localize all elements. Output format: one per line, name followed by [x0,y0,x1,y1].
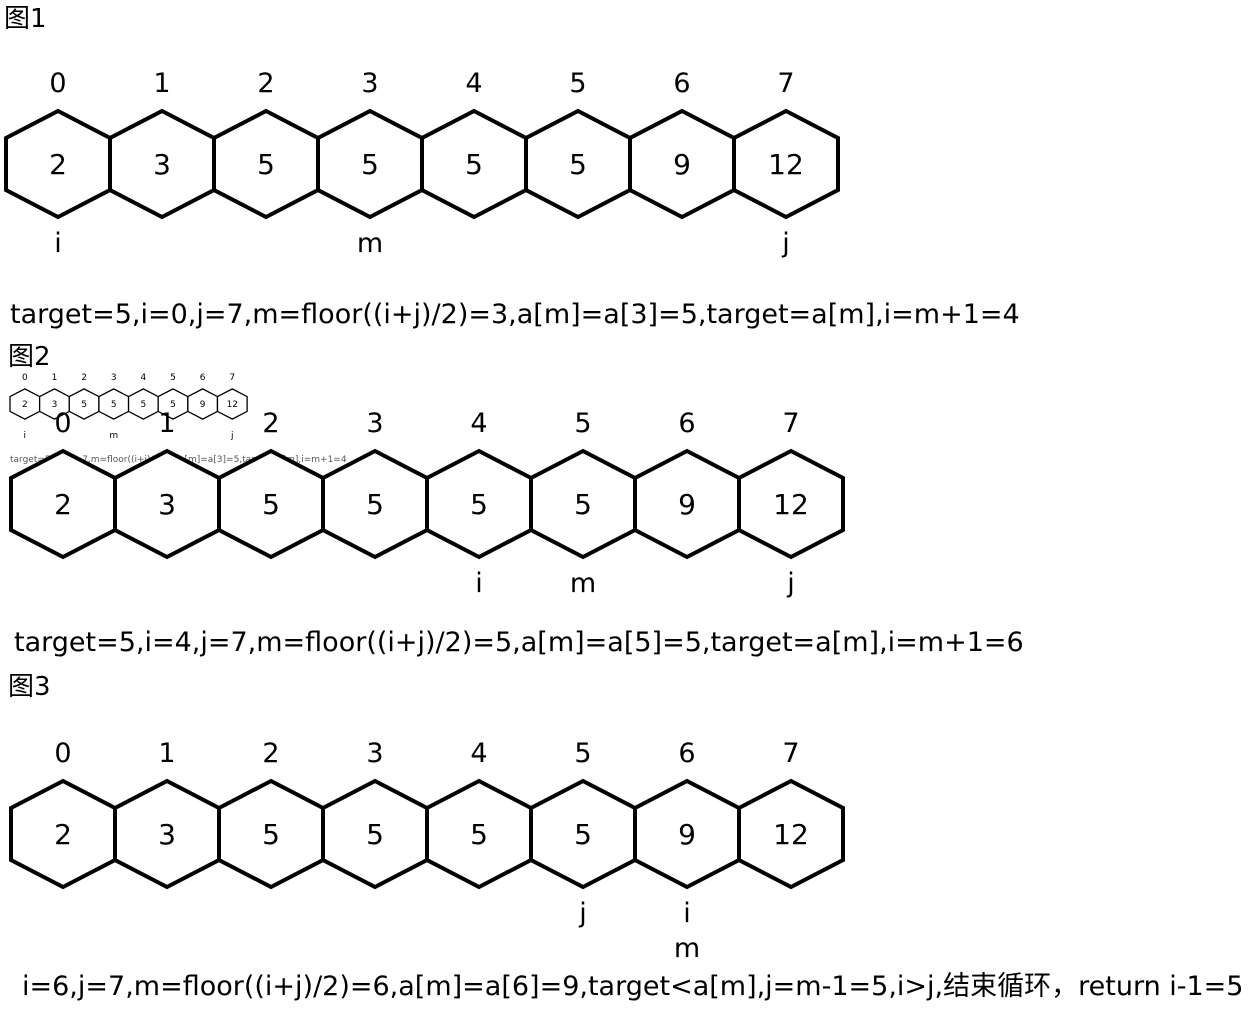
figure-2-index-label: 4 [470,408,487,439]
figure-2-label: 图2 [8,342,51,372]
figure-3-cell-value: 5 [262,818,280,851]
figure-2-pointer-m: m [570,568,596,599]
figure-3-cell-value: 3 [158,818,176,851]
figure-2-cell-value: 12 [773,488,809,521]
thumbnail-index-label: 7 [229,373,235,383]
figure-1-index-label: 7 [777,68,794,99]
figure-2-index-label: 5 [574,408,591,439]
figure-1-pointer-i: i [54,228,62,259]
figure-2-description: target=5,i=4,j=7,m=floor((i+j)/2)=5,a[m]… [14,627,1024,658]
figure-2-cell-value: 9 [678,488,696,521]
figure-1-description: target=5,i=0,j=7,m=floor((i+j)/2)=3,a[m]… [10,299,1020,330]
thumbnail-cell-value: 5 [170,400,176,410]
thumbnail-cell-value: 5 [141,400,147,410]
figure-2-cell-value: 5 [262,488,280,521]
figure-3-index-label: 0 [54,738,71,769]
figure-3-pointer-j: j [578,898,587,929]
thumbnail-cell-value: 2 [22,400,28,410]
figure-1-index-label: 4 [465,68,482,99]
figure-1-hexagon-cell [732,108,840,220]
figure-2-index-label: 6 [678,408,695,439]
figure-1-index-label: 6 [673,68,690,99]
figure-2-cell-value: 5 [574,488,592,521]
figure-3-label: 图3 [8,672,51,702]
thumbnail-index-label: 0 [22,373,28,383]
figure-3-cell-value: 12 [773,818,809,851]
thumbnail-index-label: 2 [81,373,87,383]
figure-1-index-label: 0 [49,68,66,99]
figure-1-cell-value: 5 [361,148,379,181]
figure-2-array: 2 0 3 1 5 2 5 3 5 4 5 5 9 6 12 7 i m j [9,408,845,599]
figure-1-cell-value: 5 [569,148,587,181]
figure-2-index-label: 0 [54,408,71,439]
figure-1-cell-value: 5 [465,148,483,181]
figure-1-cell-value: 3 [153,148,171,181]
figure-3-index-label: 1 [158,738,175,769]
figure-2-cell-value: 5 [366,488,384,521]
thumbnail-index-label: 3 [111,373,117,383]
figure-2-pointer-j: j [786,568,795,599]
figure-3-index-label: 2 [262,738,279,769]
figure-1-array: 2 0 3 1 5 2 5 3 5 4 5 5 9 6 12 7 i m j [4,68,840,259]
thumbnail-cell-value: 3 [52,400,58,410]
figure-3-cell-value: 5 [366,818,384,851]
figure-2-cell-value: 3 [158,488,176,521]
figure-3-pointer-i: i [683,898,691,929]
figure-1-label: 图1 [4,4,47,34]
figure-2-cell-value: 2 [54,488,72,521]
figure-3-index-label: 6 [678,738,695,769]
thumbnail-pointer-j: j [230,431,234,441]
figure-1-cell-value: 12 [768,148,804,181]
figure-3-index-label: 5 [574,738,591,769]
figure-3-cell-value: 9 [678,818,696,851]
figure-3-hexagon-cell [737,778,845,890]
figure-1-pointer-m: m [357,228,383,259]
figure-2-cell-value: 5 [470,488,488,521]
figure-2-index-label: 1 [158,408,175,439]
thumbnail-pointer-i: i [24,431,27,441]
thumbnail-index-label: 6 [200,373,206,383]
figure-1-cell-value: 9 [673,148,691,181]
figure-1-index-label: 2 [257,68,274,99]
figure-3-cell-value: 2 [54,818,72,851]
figure-3-description: i=6,j=7,m=floor((i+j)/2)=6,a[m]=a[6]=9,t… [22,971,1244,1002]
figure-1-cell-value: 2 [49,148,67,181]
figure-3-index-label: 7 [782,738,799,769]
thumbnail-index-label: 5 [170,373,176,383]
thumbnail-index-label: 1 [52,373,58,383]
thumbnail-cell-value: 9 [200,400,206,410]
thumbnail-hexagon-cell [216,388,248,420]
figure-3-index-label: 4 [470,738,487,769]
figure-1-pointer-j: j [781,228,790,259]
thumbnail-pointer-m: m [109,431,118,441]
figure-2-index-label: 7 [782,408,799,439]
figure-2-index-label: 3 [366,408,383,439]
figure-1-index-label: 1 [153,68,170,99]
figure-1-cell-value: 5 [257,148,275,181]
thumbnail-cell-value: 5 [111,400,117,410]
figure-3-array: 2 0 3 1 5 2 5 3 5 4 5 5 9 6 12 7 j im [9,738,845,964]
figure-1-index-label: 3 [361,68,378,99]
figure-3-cell-value: 5 [574,818,592,851]
figure-2-pointer-i: i [475,568,483,599]
figure-1-index-label: 5 [569,68,586,99]
figure-3-cell-value: 5 [470,818,488,851]
figure-2-index-label: 2 [262,408,279,439]
figure-2-hexagon-cell [737,448,845,560]
figure-3-index-label: 3 [366,738,383,769]
figure-3-pointer-m: m [674,933,700,964]
thumbnail-index-label: 4 [141,373,147,383]
thumbnail-cell-value: 12 [227,400,238,410]
thumbnail-cell-value: 5 [81,400,87,410]
